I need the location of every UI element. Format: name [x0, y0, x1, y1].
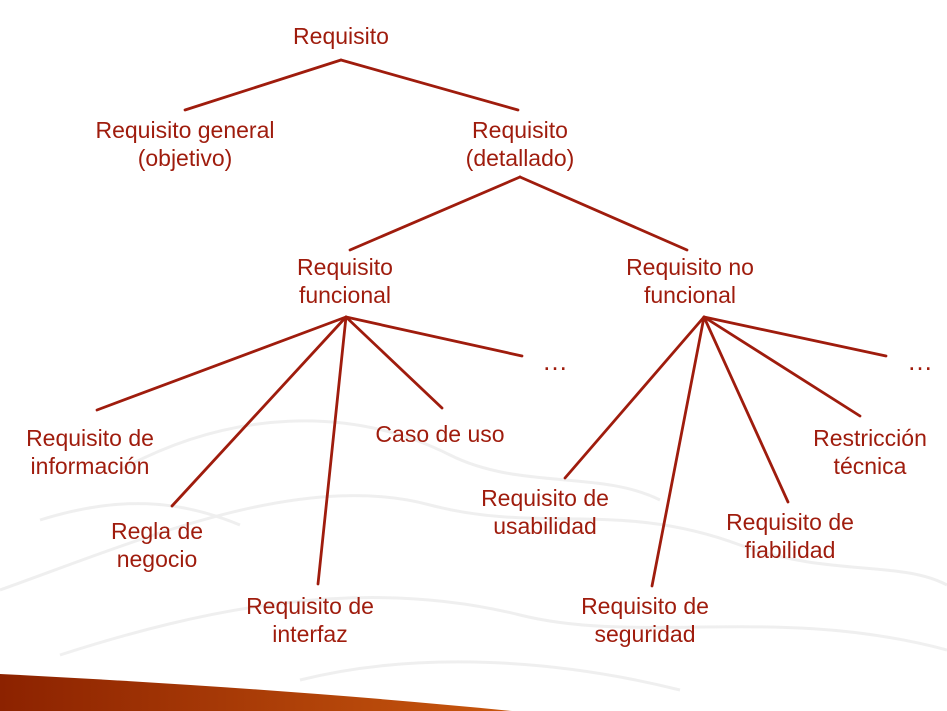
- node-requisito-de-fiabilidad: Requisito de fiabilidad: [726, 509, 854, 564]
- node-requisito-funcional: Requisito funcional: [297, 254, 393, 309]
- edge-no-funcional-restriccion: [702, 315, 862, 418]
- edge-detallado-no-funcional: [518, 175, 689, 252]
- node-requisito-detallado: Requisito (detallado): [465, 117, 575, 172]
- edge-requisito-general: [183, 58, 343, 112]
- node-regla-de-negocio: Regla de negocio: [110, 518, 204, 573]
- footer-swoosh: [0, 674, 512, 711]
- edge-funcional-regla-negocio: [170, 315, 348, 508]
- node-caso-de-uso: Caso de uso: [375, 421, 505, 447]
- edge-detallado-funcional: [348, 175, 522, 252]
- background-watermark: [0, 419, 947, 692]
- node-requisito-de-informacion: Requisito de información: [26, 425, 154, 480]
- edge-funcional-caso-de-uso: [344, 315, 444, 410]
- edge-no-funcional-ellipsis: [702, 315, 888, 358]
- edge-no-funcional-seguridad: [650, 315, 706, 588]
- node-requisito-no-funcional: Requisito no funcional: [626, 254, 754, 309]
- node-requisito-de-interfaz: Requisito de interfaz: [246, 593, 374, 648]
- tree-edges: [95, 58, 888, 588]
- edge-funcional-interfaz: [316, 315, 348, 586]
- edge-funcional-informacion: [95, 315, 348, 412]
- node-restriccion-tecnica: Restricción técnica: [813, 425, 927, 480]
- edge-no-funcional-fiabilidad: [702, 315, 790, 504]
- node-requisito-general: Requisito general (objetivo): [95, 117, 275, 172]
- node-requisito: Requisito: [293, 23, 389, 49]
- edge-funcional-ellipsis: [344, 315, 524, 358]
- edge-no-funcional-usabilidad: [563, 315, 706, 480]
- edge-requisito-detallado: [339, 58, 520, 112]
- node-ellipsis-funcional: …: [542, 346, 570, 376]
- node-requisito-de-usabilidad: Requisito de usabilidad: [481, 485, 609, 540]
- node-requisito-de-seguridad: Requisito de seguridad: [581, 593, 709, 648]
- node-ellipsis-no-funcional: …: [907, 346, 935, 376]
